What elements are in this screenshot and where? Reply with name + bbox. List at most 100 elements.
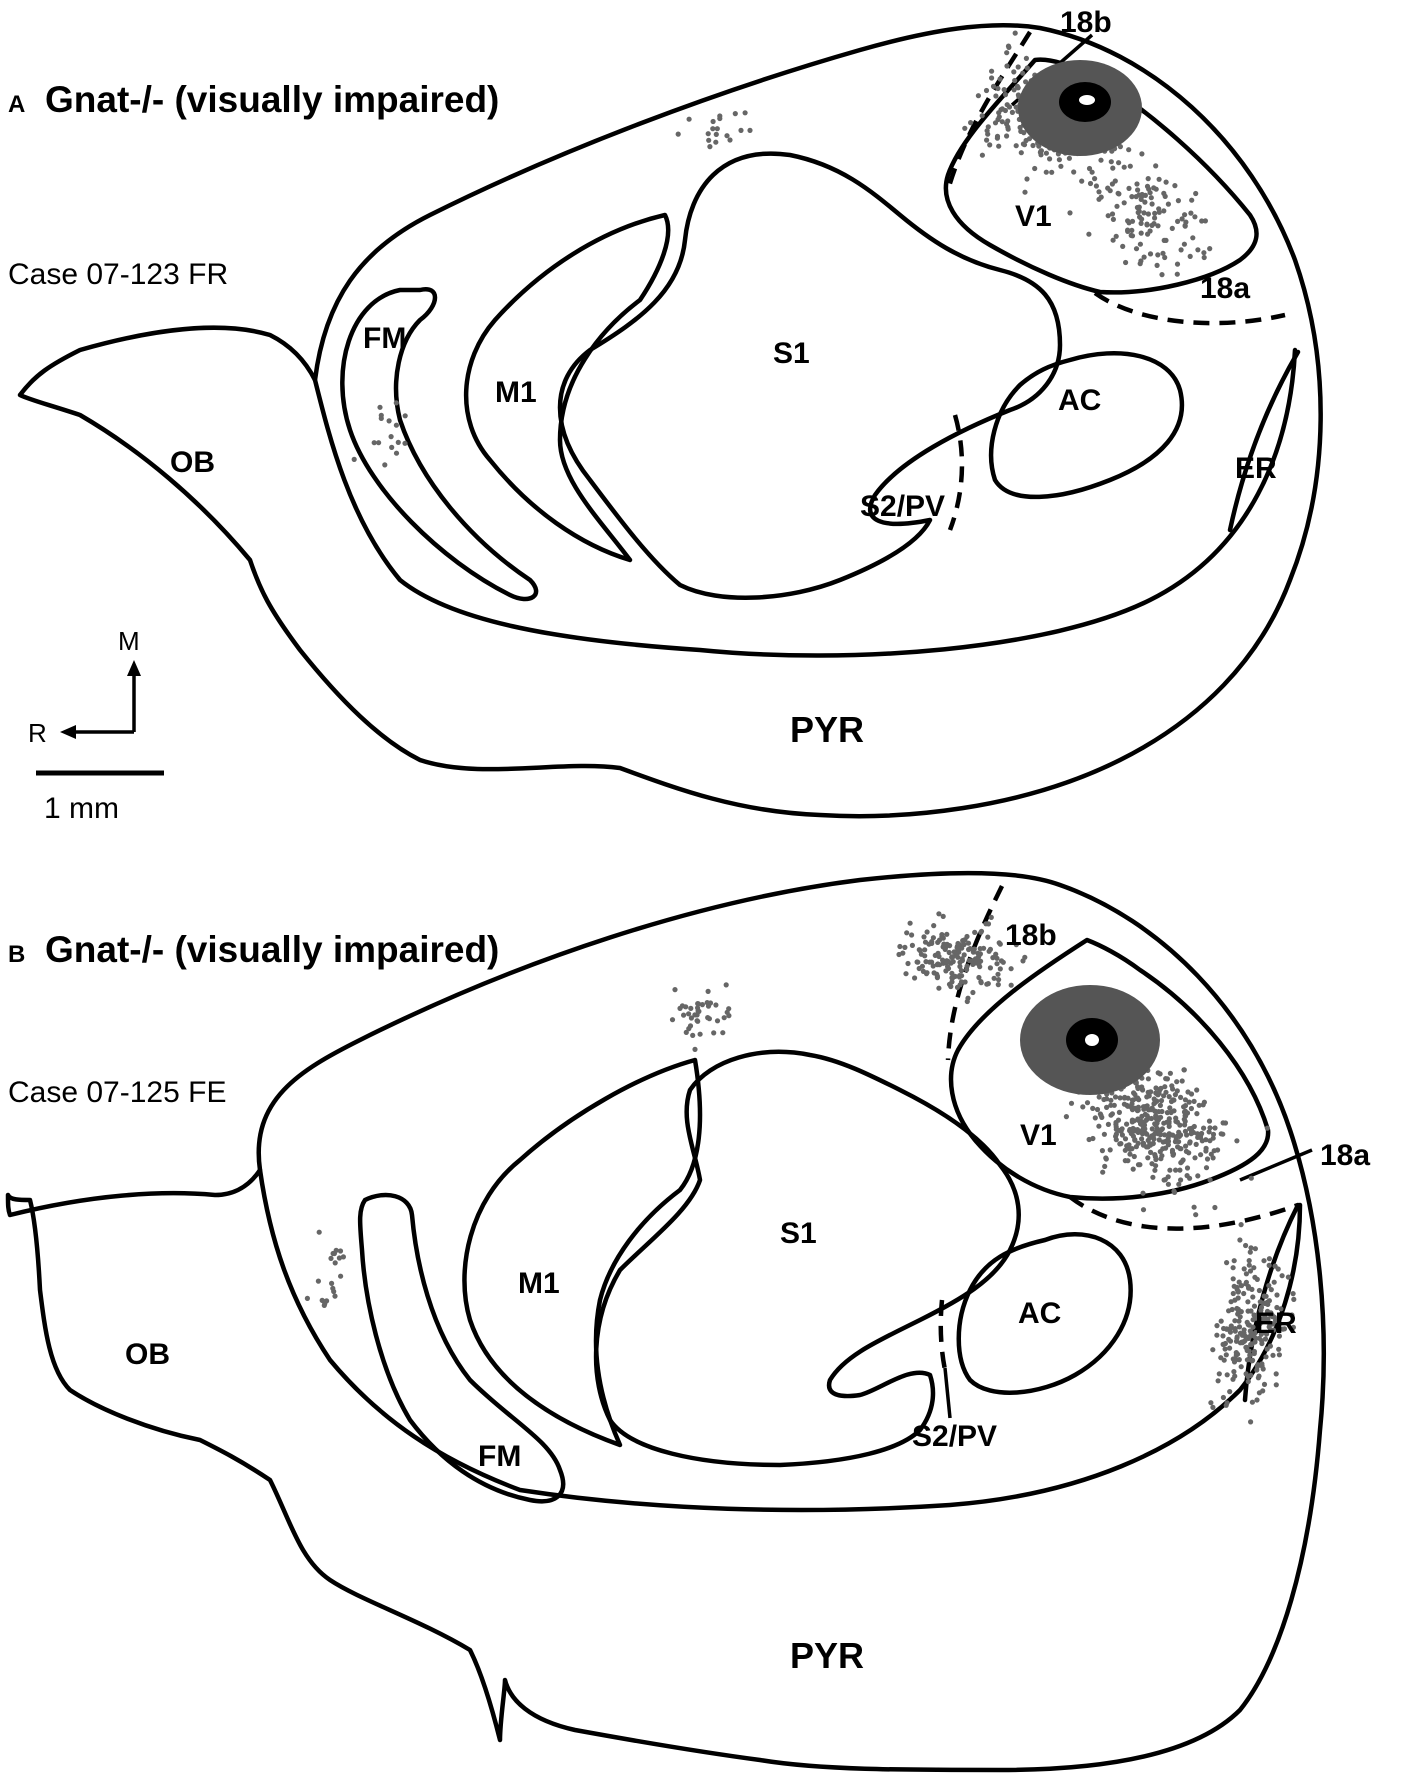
labeled-cell-dot: [1145, 231, 1151, 237]
labeled-cell-dot: [681, 1012, 687, 1018]
labeled-cell-dot: [1132, 1091, 1138, 1098]
labeled-cell-dot: [1110, 165, 1116, 171]
labeled-cell-dot: [1129, 194, 1135, 200]
labeled-cell-dot: [1160, 1146, 1166, 1152]
labeled-cell-dot: [903, 971, 909, 977]
labeled-cell-dot: [1174, 271, 1180, 277]
labeled-cell-dot: [1122, 1147, 1128, 1153]
labeled-cell-dot: [1142, 1104, 1148, 1110]
labeled-cell-dot: [946, 949, 952, 956]
labeled-cell-dot: [916, 947, 922, 953]
labeled-cell-dot: [1141, 210, 1147, 216]
labeled-cell-dot: [1232, 1318, 1238, 1324]
labeled-cell-dot: [1182, 1118, 1188, 1124]
labeled-cell-dot: [986, 948, 992, 954]
labeled-cell-dot: [1117, 1095, 1123, 1101]
label-er: ER: [1255, 1307, 1297, 1340]
labeled-cell-dot: [338, 1273, 344, 1279]
labeled-cell-dot: [1154, 1091, 1160, 1097]
labeled-cell-dot: [1220, 1394, 1226, 1401]
labeled-cell-dot: [962, 979, 968, 985]
labeled-cell-dot: [1147, 190, 1153, 196]
labeled-cell-dot: [351, 456, 357, 462]
label-leader-18a: [1239, 1148, 1313, 1182]
labeled-cell-dot: [1181, 241, 1187, 247]
labeled-cell-dot: [1252, 1274, 1258, 1280]
label-18a: 18a: [1200, 272, 1250, 305]
labeled-cell-dot: [699, 1002, 706, 1008]
labeled-cell-dot: [1023, 55, 1029, 62]
labeled-cell-dot: [1237, 1314, 1243, 1320]
labeled-cell-dot: [1154, 262, 1160, 268]
labeled-cell-dot: [994, 955, 1000, 961]
labeled-cell-dot: [1172, 183, 1178, 189]
labeled-cell-dot: [1234, 1334, 1240, 1340]
labeled-cell-dot: [1155, 252, 1161, 258]
labeled-cell-dot: [388, 434, 394, 440]
label-18b: 18b: [1005, 919, 1057, 952]
labeled-cell-dot: [1139, 1113, 1145, 1119]
labeled-cell-dot: [1239, 1332, 1245, 1338]
labeled-cell-dot: [957, 963, 963, 970]
labeled-cell-dot: [940, 913, 946, 920]
labeled-cell-dot: [1220, 1333, 1226, 1339]
labeled-cell-dot: [1239, 1340, 1246, 1346]
labeled-cell-dot: [1149, 222, 1155, 228]
labeled-cell-dot: [931, 923, 937, 929]
labeled-cell-dot: [1133, 1144, 1139, 1150]
labeled-cell-dot: [1024, 176, 1030, 182]
labeled-cell-dot: [1232, 1373, 1238, 1379]
labeled-cell-dot: [1187, 1139, 1193, 1145]
labeled-cell-dot: [705, 131, 711, 137]
labeled-cell-dot: [1087, 180, 1094, 187]
area-18a-boundary: [1068, 1195, 1299, 1231]
labeled-cell-dot: [1160, 1139, 1166, 1145]
labeled-cell-dot: [1257, 1321, 1263, 1327]
labeled-cell-dot: [1084, 1100, 1091, 1106]
labeled-cell-dot: [1251, 1350, 1257, 1357]
labeled-cell-dot: [1079, 178, 1085, 184]
labeled-cell-dot: [1206, 1129, 1212, 1135]
labeled-cell-dot: [1256, 1390, 1262, 1396]
labeled-cell-dot: [1182, 1097, 1188, 1103]
labeled-cell-dot: [1201, 250, 1207, 256]
labeled-cell-dot: [1120, 243, 1126, 249]
labeled-cell-dot: [1234, 1138, 1240, 1144]
label-ac: AC: [1058, 384, 1101, 417]
labeled-cell-dot: [999, 106, 1005, 112]
labeled-cell-dot: [714, 126, 720, 132]
labeled-cell-dot: [1254, 1367, 1260, 1373]
labeled-cell-dot: [1018, 128, 1024, 134]
labeled-cell-dot: [1102, 1163, 1108, 1169]
labeled-cell-dot: [695, 1018, 701, 1024]
labeled-cell-dot: [1181, 1067, 1187, 1073]
labeled-cell-dot: [965, 995, 971, 1001]
panel-title: Gnat-/- (visually impaired): [45, 929, 499, 970]
labeled-cell-dot: [1131, 1126, 1137, 1133]
labeled-cell-dot: [386, 418, 392, 424]
labeled-cell-dot: [726, 1006, 732, 1012]
labeled-cell-dot: [1058, 163, 1064, 169]
labeled-cell-dot: [1118, 1141, 1124, 1147]
labeled-cell-dot: [1132, 1137, 1138, 1143]
labeled-cell-dot: [1194, 1111, 1200, 1117]
labeled-cell-dot: [1173, 1167, 1179, 1173]
labeled-cell-dot: [995, 971, 1001, 977]
labeled-cell-dot: [997, 941, 1003, 947]
labeled-cell-dot: [1235, 1295, 1241, 1301]
labeled-cell-dot: [376, 440, 382, 446]
labeled-cell-dot: [1199, 218, 1205, 224]
labeled-cell-dot: [1174, 1079, 1180, 1085]
labeled-cell-dot: [994, 961, 1000, 967]
labeled-cell-dot: [1137, 241, 1143, 247]
labeled-cell-dot: [924, 929, 930, 935]
labeled-cell-dot: [393, 450, 400, 456]
labeled-cell-dot: [1127, 163, 1133, 169]
labeled-cell-dot: [967, 946, 973, 952]
area-18b-boundary: [945, 884, 1005, 1061]
labeled-cell-dot: [1043, 169, 1049, 175]
labeled-cell-dot: [1218, 1318, 1224, 1324]
labeled-cell-dot: [1105, 213, 1111, 219]
labeled-cell-dot: [904, 930, 910, 936]
labeled-cell-dot: [959, 956, 965, 962]
